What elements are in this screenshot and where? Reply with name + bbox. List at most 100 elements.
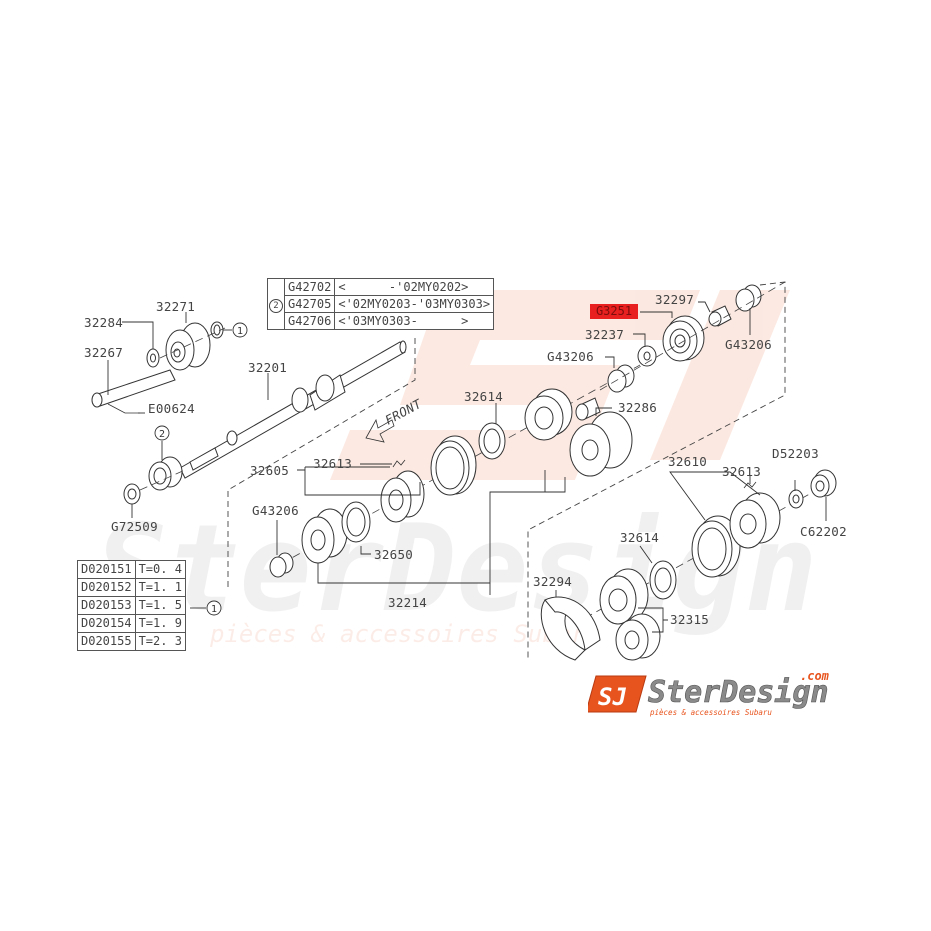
label-32650: 32650 xyxy=(374,547,413,562)
part-G43206-needle-c xyxy=(607,364,635,393)
thickness-cell: T=1. 5 xyxy=(134,596,186,615)
logo-tld: .com xyxy=(800,669,830,683)
leader-lines xyxy=(107,301,827,633)
label-32613-b: 32613 xyxy=(722,464,761,479)
part-G72509-bearing xyxy=(123,483,141,505)
part-32605-hub xyxy=(380,470,425,523)
logo-name: SterDesign xyxy=(648,675,829,710)
label-32610: 32610 xyxy=(668,454,707,469)
label-32614-b: 32614 xyxy=(620,530,659,545)
label-32271: 32271 xyxy=(156,299,195,314)
table-row: G42705 <'02MY0203-'03MY0303> xyxy=(268,295,495,313)
logo-sj-badge-icon: SJ xyxy=(588,675,647,713)
year-range-cell: <'03MY0303- > xyxy=(334,312,495,330)
label-32284: 32284 xyxy=(84,315,123,330)
part-32605-sleeve xyxy=(430,435,477,496)
part-32610-hub xyxy=(729,492,781,549)
label-G72509: G72509 xyxy=(111,519,158,534)
label-32294: 32294 xyxy=(533,574,572,589)
table-row: D020154 T=1. 9 xyxy=(77,614,186,633)
part-32294-half-ring xyxy=(540,596,601,661)
ref-2-cell: 2 xyxy=(267,278,285,330)
part-D52203-washer xyxy=(788,489,804,509)
ref-2-circle: 2 xyxy=(269,298,283,313)
part-G3251-bearing xyxy=(662,315,705,362)
part-C62202-nut xyxy=(810,469,837,498)
part-32614-ring-a xyxy=(478,422,506,460)
part-32614-ring-b xyxy=(649,560,677,600)
part-32297-collar xyxy=(708,305,732,327)
label-32605: 32605 xyxy=(250,463,289,478)
label-G43206-c: G43206 xyxy=(547,349,594,364)
model-year-table: 2 G42702 < -'02MY0202> G42705 <'02MY0203… xyxy=(267,278,495,330)
logo-tagline: pièces & accessoires Subaru xyxy=(650,708,772,717)
part-32284-washer xyxy=(146,348,160,368)
label-32214: 32214 xyxy=(388,595,427,610)
label-32237: 32237 xyxy=(585,327,624,342)
label-32614-a: 32614 xyxy=(464,389,503,404)
part-number-cell: G42702 xyxy=(283,278,336,296)
label-32315: 32315 xyxy=(670,612,709,627)
highlighted-part-label-G3251[interactable]: G3251 xyxy=(590,304,638,319)
svg-text:SJ: SJ xyxy=(598,683,627,711)
callout-ref-1-upper: 1 xyxy=(232,322,248,338)
part-number-cell: D020154 xyxy=(77,614,136,633)
part-number-cell: D020151 xyxy=(77,560,136,579)
part-number-cell: D020152 xyxy=(77,578,136,597)
label-32297: 32297 xyxy=(655,292,694,307)
part-G43206-needle-b xyxy=(735,284,762,312)
svg-text:SterDesign: SterDesign xyxy=(95,500,817,639)
label-D52203: D52203 xyxy=(772,446,819,461)
thickness-cell: T=0. 4 xyxy=(134,560,186,579)
callout-ref-1-table: 1 xyxy=(206,600,222,616)
group-boundary-upper xyxy=(227,338,416,588)
part-32271-gear xyxy=(165,322,211,371)
part-32237-washer xyxy=(637,345,657,367)
svg-text:1: 1 xyxy=(211,604,217,615)
group-boundary-right xyxy=(527,281,786,660)
watermark-text: SterDesign pièces & accessoires Subaru xyxy=(95,500,817,648)
part-G43206-needle-a xyxy=(269,552,294,578)
part-number-cell: G42706 xyxy=(283,312,336,330)
thickness-cell: T=1. 9 xyxy=(134,614,186,633)
label-G43206-b: G43206 xyxy=(725,337,772,352)
table-row: D020153 T=1. 5 xyxy=(77,596,186,615)
part-32214-gear-c xyxy=(569,411,633,477)
label-32613-a: 32613 xyxy=(313,456,352,471)
part-number-cell: G42705 xyxy=(283,295,336,313)
axis-line-shaft xyxy=(139,469,186,491)
table-row: G42706 <'03MY0303- > xyxy=(268,312,495,330)
part-32613-spring-b xyxy=(743,481,757,489)
part-32286-collar xyxy=(575,397,601,421)
part-number-cell: D020155 xyxy=(77,632,136,651)
part-32613-spring-a xyxy=(392,459,406,468)
table-row: D020155 T=2. 3 xyxy=(77,632,186,651)
part-32267-shaft xyxy=(91,369,176,414)
shim-thickness-table: D020151 T=0. 4 D020152 T=1. 1 D020153 T=… xyxy=(77,560,186,651)
sterdesign-logo[interactable]: SJ SterDesign .com pièces & accessoires … xyxy=(588,668,848,720)
axis-line-pin xyxy=(159,327,226,359)
thickness-cell: T=1. 1 xyxy=(134,578,186,597)
table-row: D020152 T=1. 1 xyxy=(77,578,186,597)
axis-line-upper xyxy=(599,281,786,391)
svg-text:2: 2 xyxy=(159,429,165,440)
front-direction-arrow-icon xyxy=(365,418,395,443)
front-label: FRONT xyxy=(382,395,425,427)
table-row: 2 G42702 < -'02MY0202> xyxy=(267,278,495,330)
label-32286: 32286 xyxy=(618,400,657,415)
part-32201-main-shaft xyxy=(179,340,407,479)
part-32610-sleeve xyxy=(691,515,741,578)
part-32214-gear-a xyxy=(301,508,348,564)
watermark-sj-mark xyxy=(330,290,790,480)
label-32267: 32267 xyxy=(84,345,123,360)
callout-ref-2-bearing: 2 xyxy=(154,425,170,441)
label-G43206-a: G43206 xyxy=(252,503,299,518)
part-32315-bearing-b xyxy=(615,613,661,661)
label-E00624: E00624 xyxy=(148,401,195,416)
year-range-cell: <'02MY0203-'03MY0303> xyxy=(334,295,495,313)
thickness-cell: T=2. 3 xyxy=(134,632,186,651)
part-number-cell: D020153 xyxy=(77,596,136,615)
part-32650-ring xyxy=(341,501,371,543)
